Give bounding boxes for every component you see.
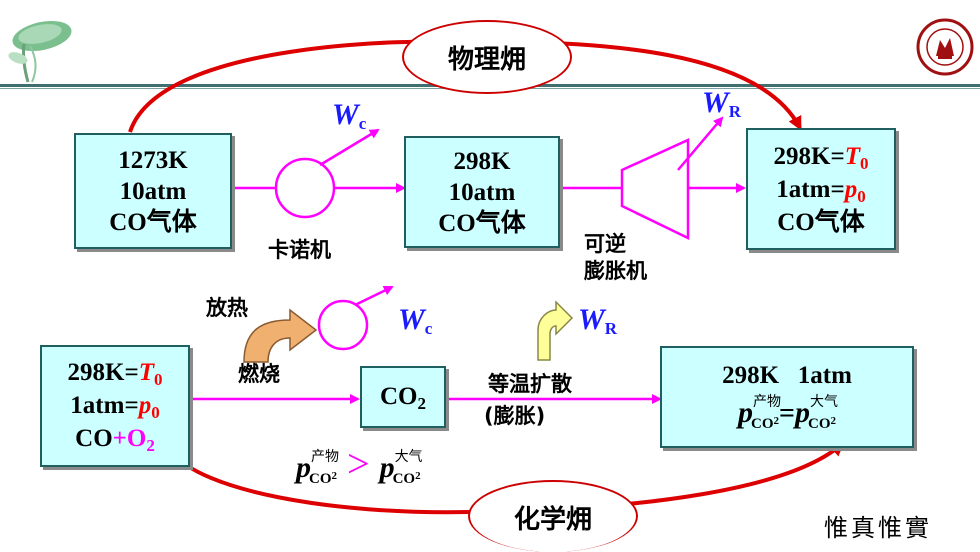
combustion-work-arrow [354, 285, 394, 307]
expander-label-line2: 膨胀机 [584, 259, 647, 283]
chemical-exergy-label: 化学㶲 [468, 480, 638, 552]
expander-work-arrow [677, 116, 724, 171]
state-box-intermediate: 298K 10atm CO气体 [404, 136, 560, 248]
diffusion-work-label: WR [578, 303, 617, 338]
diffusion-label-line1: 等温扩散 [488, 372, 572, 396]
state-box-initial: 1273K 10atm CO气体 [74, 133, 232, 249]
carnot-work-arrow [319, 128, 380, 167]
carnot-engine-icon [274, 157, 336, 219]
diffusion-work-arrow [537, 300, 574, 361]
physical-exergy-label: 物理㶲 [402, 20, 572, 94]
combustion-work-label: Wc [398, 303, 433, 338]
diffusion-label-line2: (膨胀) [484, 404, 546, 428]
combustion-label: 燃烧 [238, 362, 280, 386]
heat-release-label: 放热 [206, 296, 248, 320]
state-box-dead-state: 298K=T0 1atm=p0 CO气体 [746, 128, 896, 250]
carnot-work-label: Wc [332, 98, 367, 133]
heat-release-arrow [243, 308, 318, 363]
expander-label-line1: 可逆 [584, 232, 626, 256]
university-seal-logo [916, 18, 974, 76]
expander-work-label: WR [702, 86, 741, 121]
combustion-engine-icon [317, 299, 369, 351]
product-pressure-eq: p产物CO2=p大气CO2 [738, 393, 838, 432]
reactant-box: 298K=T0 1atm=p0 CO+O2 [40, 345, 190, 467]
expander-icon [620, 138, 690, 240]
university-motto: 惟真惟實 [824, 514, 932, 542]
co2-box: CO2 [360, 366, 446, 428]
lotus-leaf-logo [0, 6, 80, 86]
carnot-engine-label: 卡诺机 [268, 238, 331, 262]
pressure-inequality: p产物CO2 > p大气CO2 [296, 441, 423, 487]
product-box: 298K 1atm p产物CO2=p大气CO2 [660, 346, 914, 448]
